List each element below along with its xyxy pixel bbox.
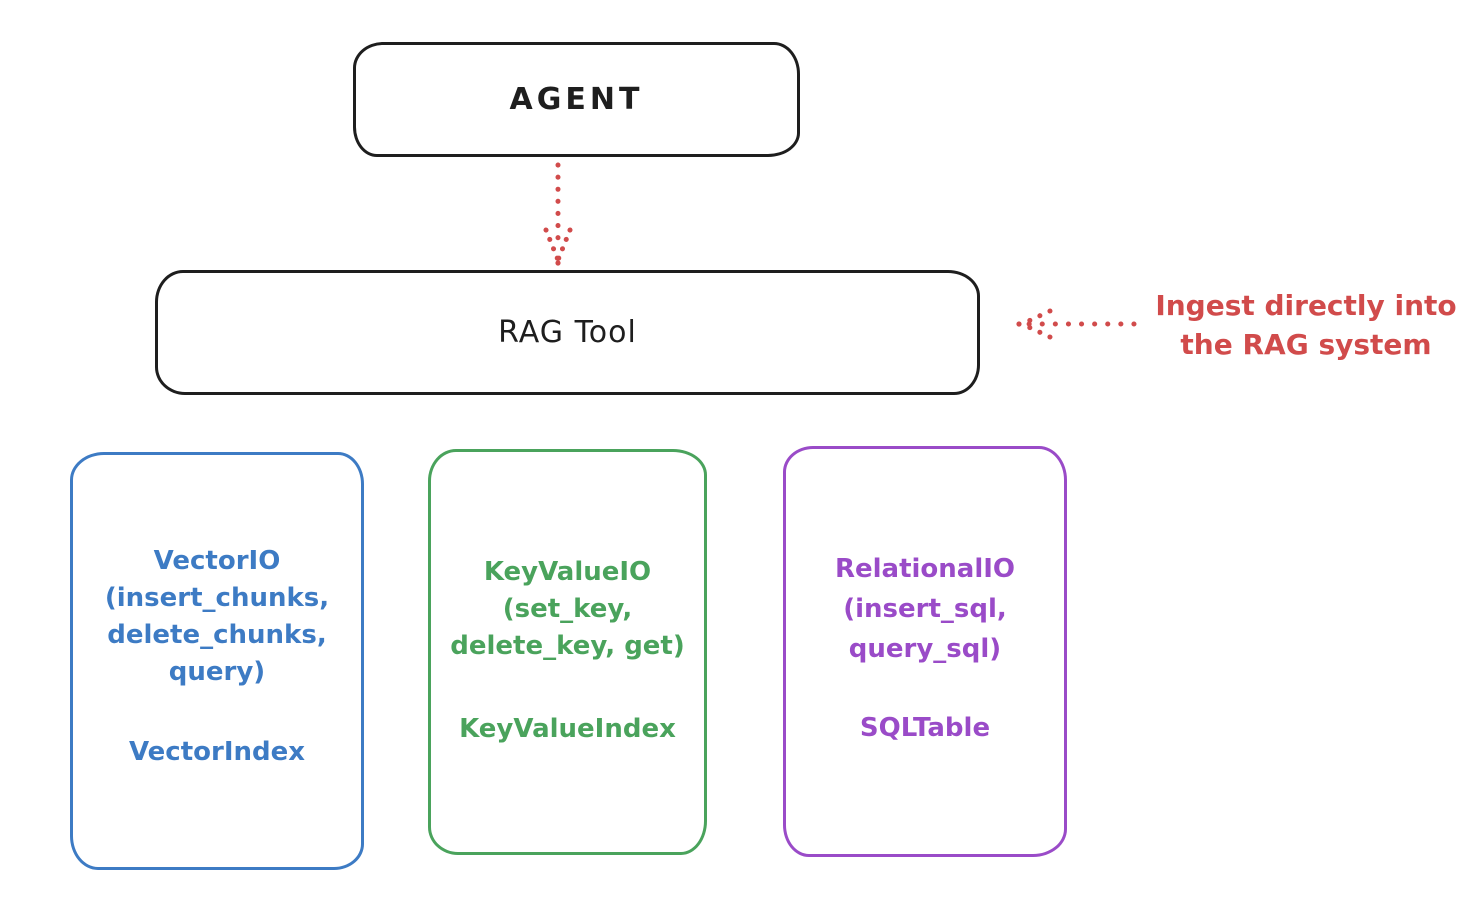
relational-io-node: RelationalIO (insert_sql, query_sql) SQL…	[783, 446, 1067, 857]
vector-index-label: VectorIndex	[128, 737, 306, 767]
agent-to-rag-arrow	[543, 162, 573, 266]
vector-io-methods-line-1: (insert_chunks,	[104, 583, 330, 613]
keyvalue-io-title: KeyValueIO	[483, 557, 652, 587]
keyvalue-io-node: KeyValueIO (set_key, delete_key, get) Ke…	[428, 449, 707, 855]
keyvalue-io-methods-line-1: (set_key,	[502, 594, 633, 624]
annotation-text: Ingest directly into the RAG system	[1136, 286, 1476, 364]
vector-io-methods-line-2: delete_chunks,	[107, 620, 327, 650]
relational-io-methods-line-2: query_sql)	[848, 634, 1002, 664]
rag-tool-node: RAG Tool	[155, 270, 980, 395]
sql-table-label: SQLTable	[859, 713, 991, 743]
keyvalue-io-methods-line-2: delete_key, get)	[450, 631, 685, 661]
keyvalue-index-label: KeyValueIndex	[459, 714, 676, 744]
agent-node: AGENT	[353, 42, 800, 157]
vector-io-methods-line-3: query)	[168, 657, 266, 687]
vector-io-title: VectorIO	[153, 546, 281, 576]
annotation-line-1: Ingest directly into	[1155, 289, 1457, 322]
annotation-line-2: the RAG system	[1180, 328, 1432, 361]
relational-io-text: RelationalIO (insert_sql, query_sql)	[786, 549, 1064, 669]
relational-io-methods-line-1: (insert_sql,	[843, 594, 1007, 624]
vector-io-node: VectorIO (insert_chunks, delete_chunks, …	[70, 452, 364, 870]
relational-io-title: RelationalIO	[834, 554, 1016, 584]
agent-label: AGENT	[509, 82, 644, 117]
annotation-arrow	[1016, 308, 1137, 340]
vector-io-text: VectorIO (insert_chunks, delete_chunks, …	[73, 543, 361, 691]
keyvalue-io-text: KeyValueIO (set_key, delete_key, get)	[431, 554, 704, 665]
rag-tool-label: RAG Tool	[498, 315, 637, 350]
